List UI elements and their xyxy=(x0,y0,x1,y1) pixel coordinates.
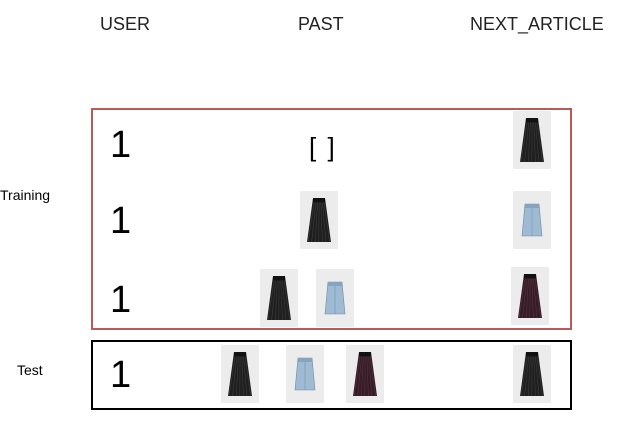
row-2-user: 1 xyxy=(110,200,132,242)
row-3-next-article xyxy=(511,267,549,325)
row-4-next-article xyxy=(513,345,551,403)
row-3-past-item-2 xyxy=(316,269,354,327)
user-column-header: USER xyxy=(100,14,151,34)
row-1-next-article xyxy=(513,111,551,169)
denim-skirt-icon xyxy=(521,203,543,237)
test-label: Test xyxy=(17,362,43,378)
row-2-next-article xyxy=(513,191,551,249)
row-3-past-item-1 xyxy=(260,269,298,327)
black-pleated-skirt-icon xyxy=(520,118,544,163)
row-2-past-item-1 xyxy=(300,191,338,249)
burgundy-pleated-skirt-icon xyxy=(353,352,377,397)
row-1-user: 1 xyxy=(110,124,132,166)
row-4-past-item-1 xyxy=(221,345,259,403)
next-article-column-header: NEXT_ARTICLE xyxy=(470,14,604,34)
black-pleated-skirt-icon xyxy=(267,276,291,321)
row-4-past-item-3 xyxy=(346,345,384,403)
test-box xyxy=(91,340,572,410)
burgundy-pleated-skirt-icon xyxy=(518,274,542,319)
black-pleated-skirt-icon xyxy=(228,352,252,397)
denim-skirt-icon xyxy=(294,357,316,391)
row-4-past-item-2 xyxy=(286,345,324,403)
denim-skirt-icon xyxy=(324,281,346,315)
row-4-user: 1 xyxy=(110,354,132,396)
black-pleated-skirt-icon xyxy=(520,352,544,397)
row-3-user: 1 xyxy=(110,279,132,321)
training-label: Training xyxy=(0,187,51,203)
training-box xyxy=(91,108,572,330)
black-pleated-skirt-icon xyxy=(307,198,331,243)
row-1-empty-past: [ ] xyxy=(309,132,337,162)
past-column-header: PAST xyxy=(298,14,344,34)
